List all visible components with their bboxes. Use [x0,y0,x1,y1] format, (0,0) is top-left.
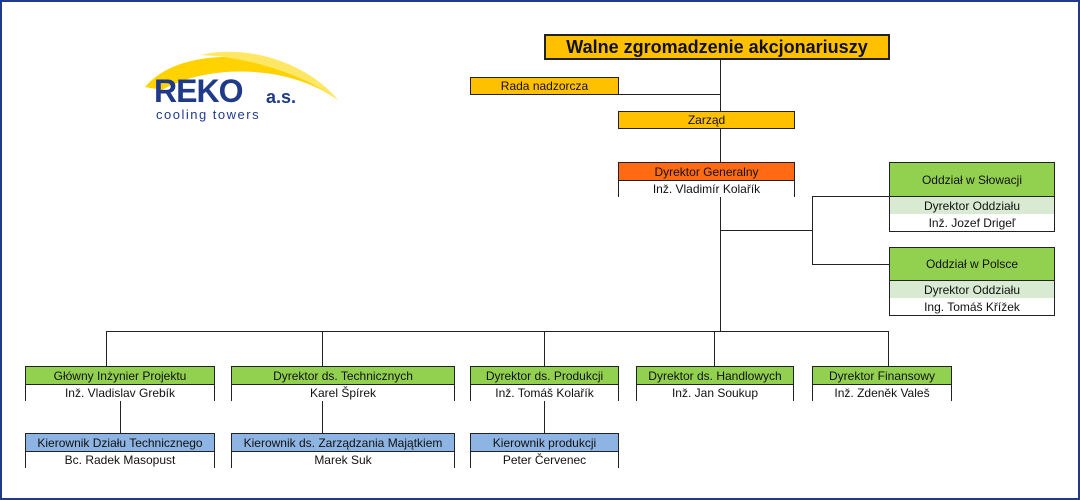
branch-box-slovakia: Oddział w Słowacji Dyrektor Oddziału Inž… [889,162,1055,232]
connector-line [544,400,545,434]
director-name: Inž. Zdeněk Valeš [813,385,951,401]
connector-line [106,331,107,367]
director-title: Dyrektor ds. Produkcji [471,367,618,385]
director-title: Dyrektor ds. Handlowych [637,367,793,385]
ceo-box: Dyrektor Generalny Inž. Vladimír Kolařík [618,162,795,197]
director-box: Główny Inżynier Projektu Inž. Vladislav … [25,366,215,401]
connector-line [120,400,121,434]
director-title: Główny Inżynier Projektu [26,367,214,385]
assembly-label: Walne zgromadzenie akcjonariuszy [566,36,868,57]
connector-line [720,230,812,231]
branch-box-poland: Oddział w Polsce Dyrektor Oddziału Ing. … [889,247,1055,316]
reko-logo: REKO a.s. cooling towers [140,45,350,130]
branch-name: Ing. Tomáš Křížek [890,298,1054,315]
director-box: Dyrektor ds. Technicznych Karel Špírek [231,366,455,401]
management-box: Zarząd [618,111,795,129]
connector-line [322,400,323,434]
branch-role: Dyrektor Oddziału [890,197,1054,214]
assembly-box: Walne zgromadzenie akcjonariuszy [544,34,890,60]
connector-line [812,196,813,264]
manager-box: Kierownik Działu Technicznego Bc. Radek … [25,433,215,468]
manager-box: Kierownik produkcji Peter Červenec [470,433,619,468]
branch-header: Oddział w Polsce [890,248,1054,281]
director-title: Dyrektor ds. Technicznych [232,367,454,385]
branch-role: Dyrektor Oddziału [890,281,1054,298]
branch-name: Inž. Jozef Drigeľ [890,214,1054,231]
manager-name: Bc. Radek Masopust [26,452,214,468]
director-box: Dyrektor ds. Handlowych Inž. Jan Soukup [636,366,794,401]
director-title: Dyrektor Finansowy [813,367,951,385]
manager-title: Kierownik ds. Zarządzania Majątkiem [232,434,454,452]
connector-line [322,331,323,367]
connector-line [714,331,715,367]
connector-line [618,94,720,95]
director-box: Dyrektor Finansowy Inž. Zdeněk Valeš [812,366,952,401]
manager-box: Kierownik ds. Zarządzania Majątkiem Mare… [231,433,455,468]
manager-name: Marek Suk [232,452,454,468]
director-name: Inž. Tomáš Kolařík [471,385,618,401]
logo-tagline: cooling towers [156,107,261,122]
connector-line [544,331,545,367]
logo-suffix: a.s. [266,87,297,107]
director-name: Inž. Vladislav Grebík [26,385,214,401]
director-box: Dyrektor ds. Produkcji Inž. Tomáš Kolaří… [470,366,619,401]
logo-swoosh-icon [145,51,338,100]
manager-name: Peter Červenec [471,452,618,468]
connector-line [106,331,888,332]
director-name: Karel Špírek [232,385,454,401]
connector-line [888,331,889,367]
ceo-name: Inž. Vladimír Kolařík [619,181,794,197]
manager-title: Kierownik Działu Technicznego [26,434,214,452]
manager-title: Kierownik produkcji [471,434,618,452]
connector-line [812,264,890,265]
management-label: Zarząd [687,113,726,127]
ceo-title: Dyrektor Generalny [619,163,794,181]
branch-header: Oddział w Słowacji [890,163,1054,197]
board-box: Rada nadzorcza [470,77,619,95]
connector-line [812,196,890,197]
logo-brand: REKO [154,73,243,109]
director-name: Inž. Jan Soukup [637,385,793,401]
board-label: Rada nadzorcza [500,79,589,93]
